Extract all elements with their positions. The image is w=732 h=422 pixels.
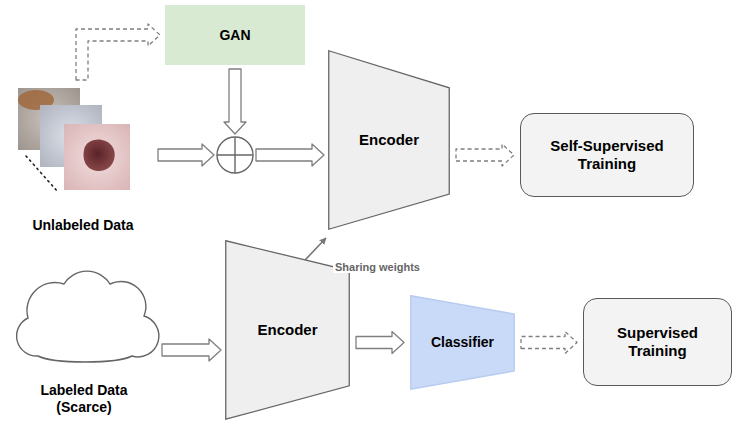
block-arrow — [158, 144, 324, 166]
node-label: Supervised Training — [592, 324, 723, 360]
node-label: GAN — [219, 27, 250, 44]
cloud-path — [17, 271, 159, 362]
labeled-data-cloud: Labeled Data (Scarce) — [8, 268, 160, 418]
skin-image-stack — [18, 88, 130, 192]
training-box: Self-Supervised Training — [520, 113, 694, 197]
encoder-trapezoid: Encoder — [225, 240, 350, 420]
node-label: Classifier — [431, 334, 494, 351]
lesion — [84, 140, 115, 171]
node-label: Self-Supervised Training — [529, 137, 685, 173]
block-arrow — [521, 332, 577, 354]
stack-dots — [26, 156, 58, 192]
trapezoid-path — [329, 51, 450, 230]
plus-circle — [217, 137, 253, 173]
trapezoid-path — [411, 296, 515, 390]
node-label: Labeled Data (Scarce) — [19, 382, 149, 416]
node-label: Encoder — [257, 321, 317, 339]
plus-symbol — [217, 137, 253, 173]
block-arrow — [356, 332, 404, 354]
node-label: Unlabeled Data — [32, 217, 133, 234]
classifier-trapezoid: Classifier — [410, 295, 515, 390]
node-label: Encoder — [359, 131, 419, 149]
training-box: Supervised Training — [583, 298, 732, 386]
cloud-outline — [8, 268, 160, 368]
trapezoid-path — [226, 241, 350, 420]
block-arrow — [162, 339, 221, 361]
edge-label: Sharing weights — [333, 261, 422, 273]
skin-image — [64, 124, 130, 190]
plus-line — [234, 137, 235, 173]
block-arrow — [76, 24, 160, 80]
encoder-trapezoid: Encoder — [328, 50, 450, 230]
block-arrow — [224, 69, 246, 134]
unlabeled-data-group: Unlabeled Data — [12, 84, 154, 236]
generator-box: GAN — [165, 5, 305, 65]
block-arrow — [456, 144, 514, 166]
